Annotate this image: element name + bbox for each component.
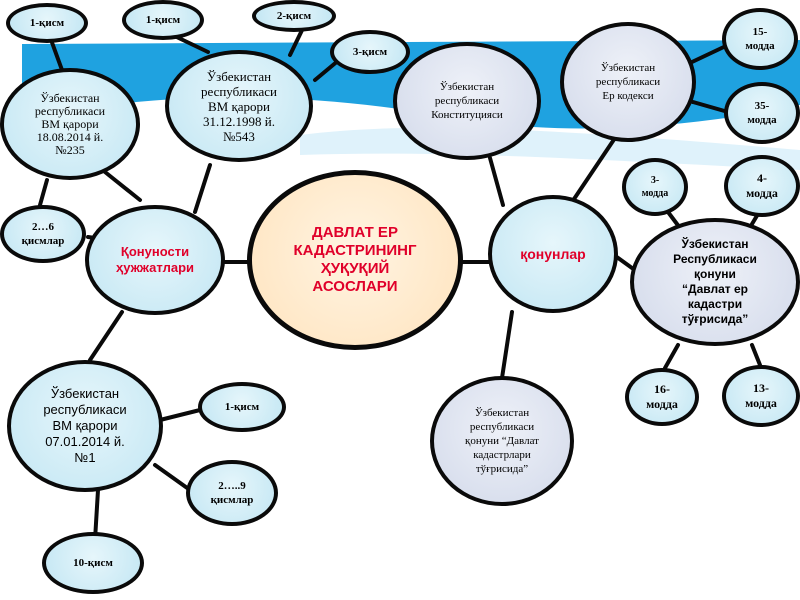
hub-subordinate-acts: Қонуности ҳужжатлари	[85, 205, 225, 315]
decree-1998-part1: 1-қисм	[122, 0, 204, 40]
law-article-3-label: 3- модда	[641, 175, 669, 199]
land-code: Ўзбекистан республикаси Ер кодекси	[560, 22, 696, 142]
decree-1998-part3-label: 3-қисм	[352, 46, 388, 58]
law-article-4-label: 4- модда	[746, 171, 778, 200]
decree-2014-01-part10: 10-қисм	[42, 532, 144, 594]
decree-2014-01-part1: 1-қисм	[198, 382, 286, 432]
decree-2014-01: Ўзбекистан республикаси ВМ қарори 07.01.…	[7, 360, 163, 492]
decree-2014-01-label: Ўзбекистан республикаси ВМ қарори 07.01.…	[43, 386, 127, 465]
law-land-cadastre: Ўзбекистан Республикаси қонуни “Давлат е…	[630, 218, 800, 346]
decree-2014-01-parts2-9-label: 2…..9 қисмлар	[210, 480, 254, 506]
decree-2014-01-part1-label: 1-қисм	[224, 401, 260, 413]
hub-laws: қонунлар	[488, 195, 618, 313]
law-article-13-label: 13- модда	[745, 381, 777, 410]
land-code-article-15-label: 15- модда	[745, 26, 775, 52]
decree-2014-08-part1-label: 1-қисм	[29, 17, 65, 29]
law-article-16: 16- модда	[625, 368, 699, 426]
decree-2014-08-parts2-6-label: 2…6 қисмлар	[21, 221, 65, 247]
hub-subordinate-acts-label: Қонуности ҳужжатлари	[115, 244, 195, 275]
law-article-16-label: 16- модда	[646, 382, 678, 411]
decree-1998: Ўзбекистан республикаси ВМ қарори 31.12.…	[165, 50, 313, 162]
decree-2014-01-part10-label: 10-қисм	[73, 557, 113, 569]
decree-1998-label: Ўзбекистан республикаси ВМ қарори 31.12.…	[200, 68, 277, 144]
land-code-article-15: 15- модда	[722, 8, 798, 70]
land-code-article-35-label: 35- модда	[747, 100, 777, 126]
hub-laws-label: қонунлар	[520, 246, 586, 262]
law-article-4: 4- модда	[724, 155, 800, 217]
constitution: Ўзбекистан республикаси Конституцияси	[393, 42, 541, 160]
decree-2014-08-parts2-6: 2…6 қисмлар	[0, 205, 86, 263]
constitution-label: Ўзбекистан республикаси Конституцияси	[431, 81, 503, 121]
center-node: ДАВЛАТ ЕР КАДАСТРИНИНГ ҲУҚУҚИЙ АСОСЛАРИ	[247, 170, 463, 350]
land-code-label: Ўзбекистан республикаси Ер кодекси	[595, 62, 661, 102]
decree-2014-08-label: Ўзбекистан республикаси ВМ қарори 18.08.…	[34, 90, 106, 157]
decree-1998-part3: 3-қисм	[330, 30, 410, 74]
decree-2014-08-part1: 1-қисм	[6, 3, 88, 43]
law-article-3: 3- модда	[622, 158, 688, 216]
decree-2014-01-parts2-9: 2…..9 қисмлар	[186, 460, 278, 526]
law-state-cadastres: Ўзбекистан республикаси қонуни “Давлат к…	[430, 376, 574, 506]
decree-2014-08: Ўзбекистан республикаси ВМ қарори 18.08.…	[0, 68, 140, 180]
center-title: ДАВЛАТ ЕР КАДАСТРИНИНГ ҲУҚУҚИЙ АСОСЛАРИ	[293, 224, 417, 295]
law-article-13: 13- модда	[722, 365, 800, 427]
law-state-cadastres-label: Ўзбекистан республикаси қонуни “Давлат к…	[465, 407, 539, 475]
land-code-article-35: 35- модда	[724, 82, 800, 144]
law-land-cadastre-label: Ўзбекистан Республикаси қонуни “Давлат е…	[673, 237, 757, 326]
decree-1998-part1-label: 1-қисм	[145, 14, 181, 26]
decree-1998-part2-label: 2-қисм	[276, 10, 312, 22]
decree-1998-part2: 2-қисм	[252, 0, 336, 32]
